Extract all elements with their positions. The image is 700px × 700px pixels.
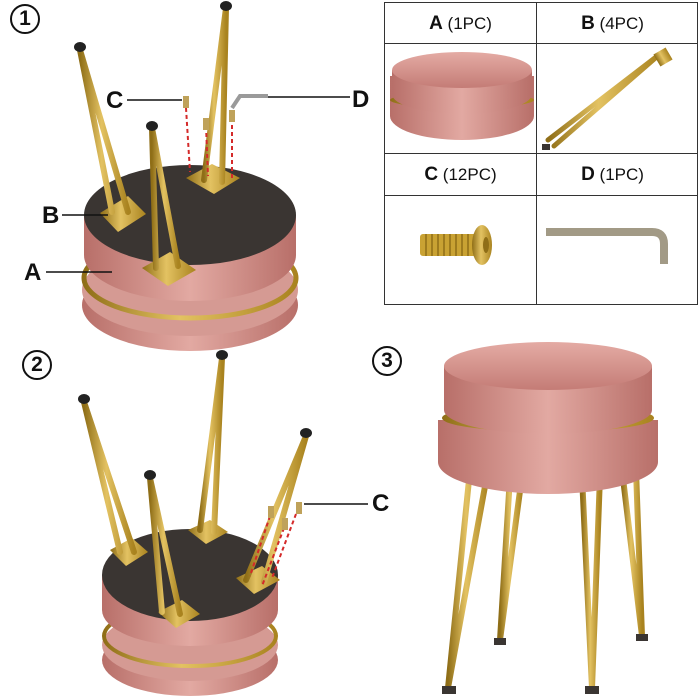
parts-artwork <box>390 47 673 265</box>
base-board <box>84 165 296 265</box>
callout-c-step2: C <box>372 490 390 517</box>
step-2-number: 2 <box>22 350 52 380</box>
part-quantity: (12PC) <box>442 165 497 184</box>
part-quantity: (4PC) <box>599 14 644 33</box>
callout-d-step1: D <box>352 86 370 113</box>
part-d-title: D (1PC) <box>537 164 688 186</box>
part-b-title: B (4PC) <box>537 13 688 35</box>
table-divider <box>385 153 697 154</box>
step2-illustration <box>78 350 368 696</box>
callout-c-step1: C <box>106 87 124 114</box>
parts-table: A (1PC) B (4PC) C (12PC) D (1PC) <box>384 2 698 305</box>
part-letter: B <box>581 13 595 34</box>
step3-illustration <box>438 342 658 694</box>
seat-top <box>444 342 652 390</box>
step-3-number: 3 <box>372 346 402 376</box>
part-c-title: C (12PC) <box>385 164 536 186</box>
part-letter: A <box>429 13 443 34</box>
callout-b-step1: B <box>42 202 60 229</box>
part-letter: D <box>581 164 595 185</box>
mount-plate <box>186 164 240 194</box>
mount-plate <box>100 196 146 232</box>
step-1-number: 1 <box>10 4 40 34</box>
hex-key <box>230 94 268 110</box>
callout-a-step1: A <box>24 259 42 286</box>
part-a-title: A (1PC) <box>385 13 536 35</box>
table-divider <box>385 195 697 196</box>
part-quantity: (1PC) <box>599 165 644 184</box>
part-letter: C <box>424 164 439 185</box>
part-quantity: (1PC) <box>447 14 492 33</box>
step1-illustration <box>46 1 350 351</box>
table-divider <box>385 43 697 44</box>
